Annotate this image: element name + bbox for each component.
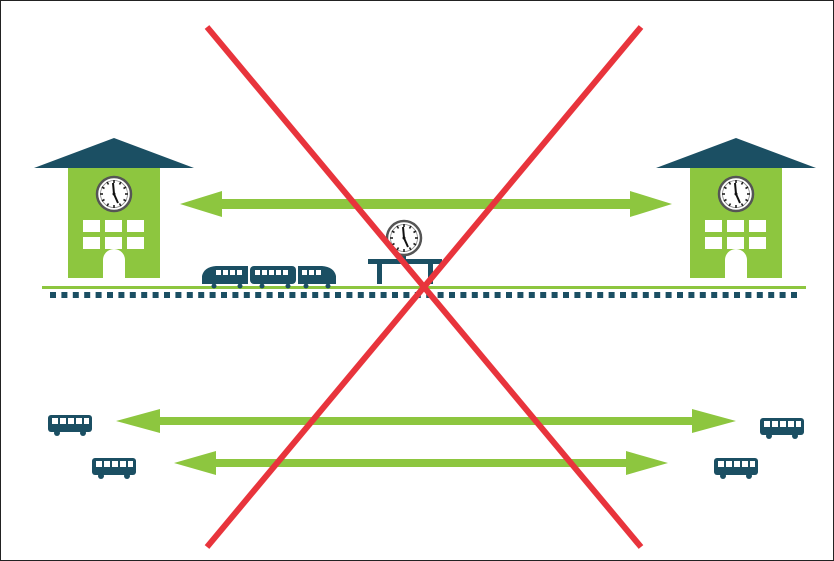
track-tie	[711, 292, 718, 298]
track-tie	[198, 292, 205, 298]
track-tie	[357, 292, 364, 298]
track-tie	[677, 292, 683, 298]
track-tie	[449, 292, 455, 298]
track-tie	[574, 292, 581, 298]
track-tie	[620, 292, 626, 298]
track-tie	[186, 292, 193, 298]
track-tie	[335, 292, 341, 298]
track-tie	[232, 292, 239, 298]
bus-right-2-icon	[714, 458, 758, 479]
track-tie	[734, 292, 740, 298]
track-tie	[403, 292, 410, 298]
track-tie	[756, 292, 763, 298]
track-tie	[95, 292, 102, 298]
track-tie	[369, 292, 376, 298]
track-tie	[129, 292, 136, 298]
track-tie	[72, 292, 79, 298]
track-tie	[84, 292, 91, 298]
track-tie	[471, 292, 478, 298]
track-tie	[540, 292, 547, 298]
track-tie	[768, 292, 775, 298]
bus-left-1-icon	[48, 415, 92, 436]
track-tie	[312, 292, 319, 298]
track-tie	[483, 292, 490, 298]
track-tie	[164, 292, 170, 298]
track-tie	[278, 292, 284, 298]
track-tie	[642, 292, 649, 298]
track-tie	[61, 292, 68, 298]
track-tie	[141, 292, 148, 298]
bus-double-arrow-1-icon	[116, 409, 736, 433]
track-tie	[654, 292, 661, 298]
track-tie	[791, 292, 797, 298]
track-tie	[460, 292, 467, 298]
track-tie	[608, 292, 615, 298]
track-tie	[665, 292, 672, 298]
track-tie	[323, 292, 330, 298]
track-tie	[380, 292, 387, 298]
track-tie	[175, 292, 182, 298]
track-tie	[563, 292, 569, 298]
track-tie	[289, 292, 296, 298]
track-tie	[437, 292, 444, 298]
track-tie	[255, 292, 262, 298]
track-tie	[517, 292, 524, 298]
bus-double-arrow-2-icon	[174, 451, 668, 475]
track-tie	[392, 292, 398, 298]
track-tie	[107, 292, 113, 298]
track-tie	[551, 292, 558, 298]
track-tie	[722, 292, 729, 298]
track-tie	[50, 292, 56, 298]
track-tie	[243, 292, 250, 298]
train-icon	[202, 266, 336, 289]
bus-right-1-icon	[760, 418, 804, 439]
track-tie	[585, 292, 592, 298]
track-tie	[745, 292, 752, 298]
track-tie	[209, 292, 216, 298]
track-tie	[631, 292, 638, 298]
red-x-icon	[204, 25, 644, 549]
track-tie	[597, 292, 604, 298]
track-tie	[688, 292, 695, 298]
track-tie	[494, 292, 501, 298]
track-tie	[779, 292, 786, 298]
track-tie	[266, 292, 273, 298]
track-tie	[346, 292, 353, 298]
track-tie	[528, 292, 535, 298]
station-building-left-icon	[34, 138, 194, 278]
station-building-right-icon	[656, 138, 816, 278]
track-tie	[699, 292, 706, 298]
bus-left-2-icon	[92, 458, 136, 479]
track-tie	[506, 292, 512, 298]
track-tie	[118, 292, 125, 298]
station-double-arrow-icon	[180, 191, 672, 217]
track-tie	[300, 292, 307, 298]
track-tie	[152, 292, 159, 298]
track-tie	[221, 292, 227, 298]
